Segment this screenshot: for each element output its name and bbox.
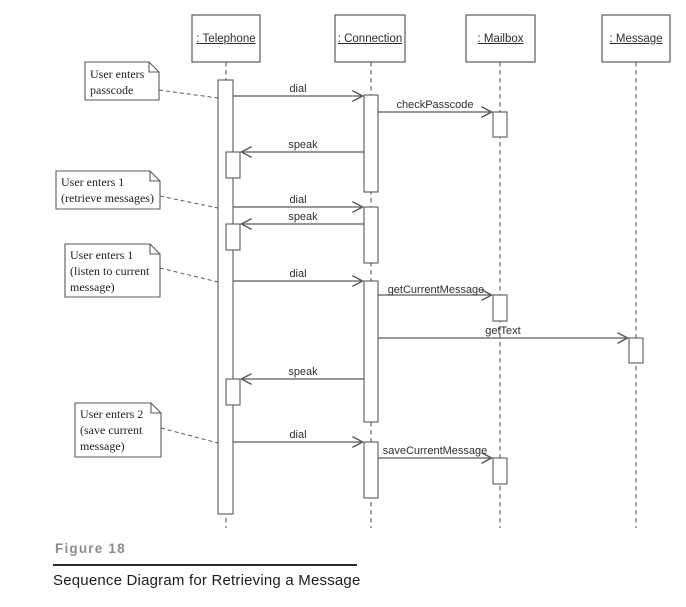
note-user-enters-passcode: User enters passcode [90,66,144,98]
activation-connection-2 [363,206,379,264]
note-shape-2 [55,170,161,210]
note-user-enters-1-listen: User enters 1 (listen to current message… [70,247,149,295]
note-line: passcode [90,83,134,97]
participant-message: : Message [602,15,670,62]
participant-message-label: : Message [609,32,663,45]
participant-box-telephone [191,14,261,63]
activation-connection-1 [363,94,379,193]
note-connectors [158,89,219,444]
participant-box-message [601,14,671,63]
activation-telephone-nested2 [225,223,241,251]
note-line: User enters 1 [70,248,134,262]
message-arrows [233,89,630,465]
note-fold-2 [149,171,160,182]
participant-telephone-label: : Telephone [196,32,256,45]
note-fold-4 [150,403,161,414]
note-line: (retrieve messages) [61,191,154,205]
note-line: message) [80,439,125,453]
participant-connection: : Connection [335,15,405,62]
participant-box-connection [334,14,406,63]
note-shape-1 [84,61,160,101]
activation-mailbox-2 [492,294,508,322]
participant-box-mailbox [465,14,536,63]
activation-mailbox-1 [492,111,508,138]
participant-boxes [191,14,671,63]
note-connector-1 [158,89,219,99]
note-connector-3 [159,267,219,283]
activation-telephone-nested3 [225,378,241,406]
activation-connection-3 [363,280,379,423]
participant-mailbox-label: : Mailbox [477,32,524,45]
activation-mailbox-3 [492,457,508,485]
activation-telephone-main [217,79,234,515]
note-line: (save current [80,423,143,437]
figure-number-label: Figure 18 [55,541,126,556]
note-line: User enters 2 [80,407,144,421]
note-shape-3 [64,243,161,298]
message-label-speak-3: speak [288,366,318,378]
message-label-getcurrentmessage: getCurrentMessage [387,284,485,296]
participant-telephone: : Telephone [192,15,260,62]
note-line: User enters [90,67,145,81]
participant-mailbox: : Mailbox [466,15,535,62]
figure-title: Sequence Diagram for Retrieving a Messag… [53,572,361,589]
note-line: (listen to current [70,264,150,278]
activation-telephone-nested1 [225,151,241,179]
message-label-dial-4: dial [289,429,307,441]
activation-message-1 [628,337,644,364]
note-line: User enters 1 [61,175,125,189]
message-label-savecurrentmessage: saveCurrentMessage [382,445,488,457]
message-label-dial-2: dial [289,194,307,206]
message-label-gettext: getText [485,325,521,337]
note-shape-4 [74,402,162,458]
message-label-dial-1: dial [289,83,307,95]
message-label-dial-3: dial [289,268,307,280]
note-connector-2 [159,195,219,209]
note-line: message) [70,280,115,294]
message-label-checkpasscode: checkPasscode [396,99,474,111]
activation-bars [217,79,644,515]
note-connector-4 [160,427,219,444]
note-fold-1 [148,62,159,73]
activation-connection-4 [363,441,379,499]
participant-connection-label: : Connection [337,32,403,45]
note-shapes [55,61,162,458]
note-fold-3 [149,244,160,255]
note-user-enters-2-save: User enters 2 (save current message) [80,406,143,454]
note-user-enters-1-retrieve: User enters 1 (retrieve messages) [61,174,154,206]
message-label-speak-2: speak [288,211,318,223]
message-label-speak-1: speak [288,139,318,151]
